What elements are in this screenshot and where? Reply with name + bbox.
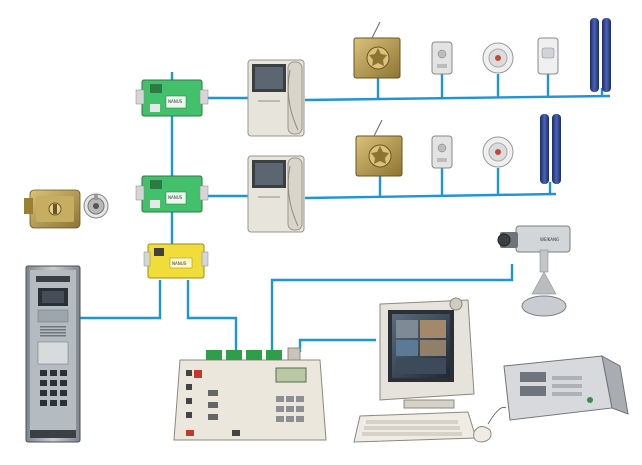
video-monitor-1-icon bbox=[247, 59, 305, 137]
keyboard-icon bbox=[353, 411, 477, 443]
module-brand-label-3: NANUS bbox=[172, 261, 187, 266]
bottom-bus-wire bbox=[304, 192, 557, 200]
camera-brand-label: WEIKANG bbox=[540, 237, 559, 242]
wire-console-camera bbox=[270, 264, 514, 352]
pir-sensor-icon bbox=[537, 37, 559, 75]
wire-power-console bbox=[186, 280, 238, 352]
rack-server-icon bbox=[503, 355, 629, 421]
infrared-beam-2-icon bbox=[540, 114, 561, 184]
gas-detector-2-icon bbox=[431, 135, 453, 169]
wire-panel-power bbox=[80, 280, 162, 320]
smoke-detector-1-icon bbox=[482, 42, 514, 74]
wiring bbox=[80, 72, 611, 352]
module-brand-label-1: NANUS bbox=[168, 99, 183, 104]
wireless-alarm-box-1-icon bbox=[353, 21, 401, 79]
door-entry-panel-icon bbox=[25, 265, 81, 443]
infrared-beam-1-icon bbox=[590, 18, 611, 92]
key-switch-icon bbox=[83, 193, 109, 219]
mouse-icon bbox=[473, 406, 507, 443]
distributor-1-icon: NANUS bbox=[135, 79, 209, 117]
wireless-alarm-box-2-icon bbox=[355, 119, 403, 177]
power-module-icon: NANUS bbox=[143, 243, 209, 279]
management-console-icon bbox=[173, 347, 327, 441]
distributor-2-icon: NANUS bbox=[135, 175, 209, 213]
electric-lock-icon bbox=[24, 189, 81, 229]
top-bus-wire bbox=[304, 94, 611, 102]
crt-monitor-icon bbox=[379, 297, 475, 409]
gas-detector-1-icon bbox=[431, 41, 453, 75]
module-brand-label-2: NANUS bbox=[168, 195, 183, 200]
wire-console-pc bbox=[298, 338, 376, 352]
smoke-detector-2-icon bbox=[482, 136, 514, 168]
cctv-camera-icon: WEIKANG bbox=[497, 225, 571, 317]
video-monitor-2-icon bbox=[247, 155, 305, 233]
